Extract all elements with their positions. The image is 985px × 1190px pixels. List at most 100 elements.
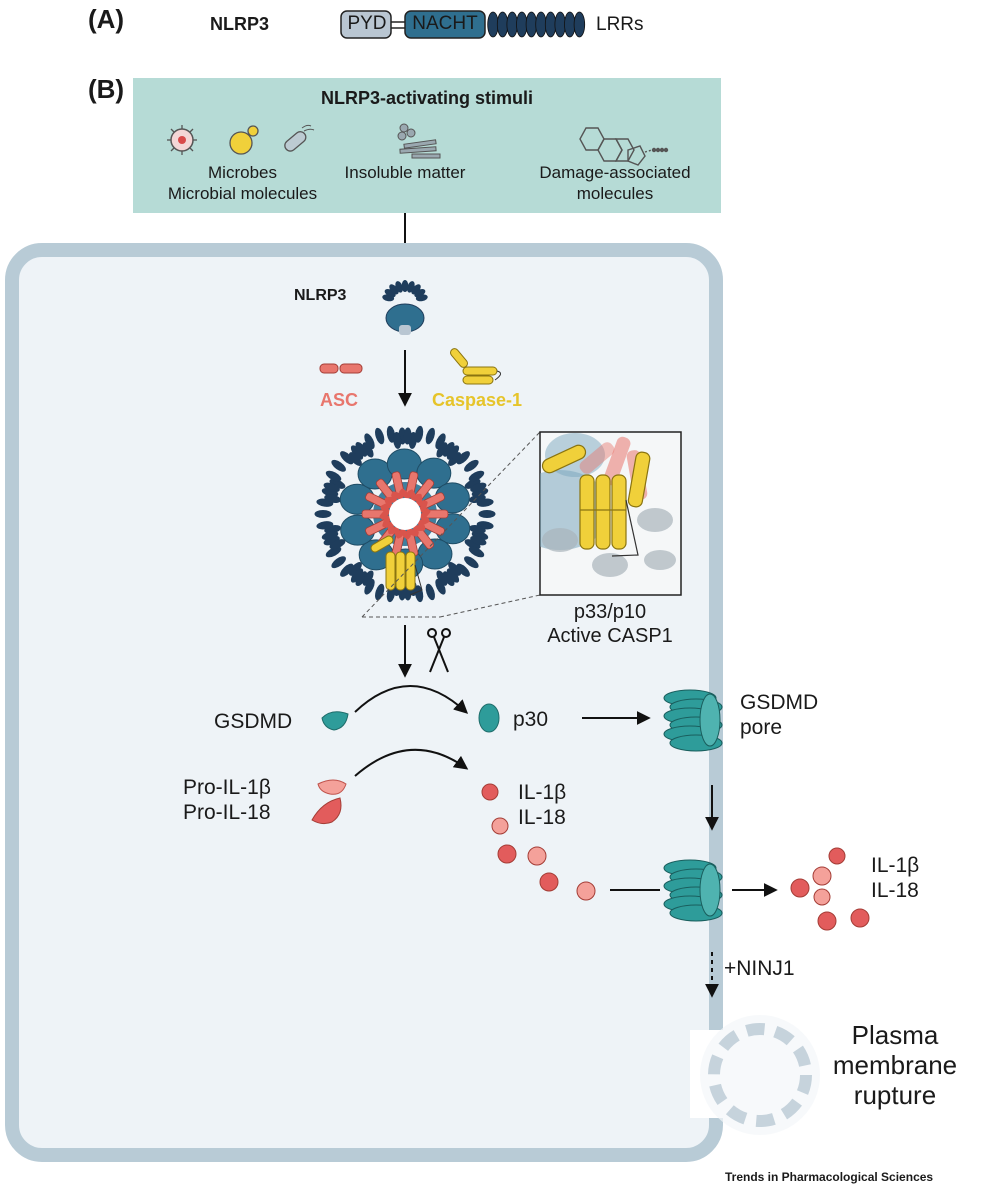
pro-il-labels: Pro-IL-1β Pro-IL-18 [183,775,271,825]
lrr-repeat [468,470,485,482]
lrr-repeat [525,11,538,38]
released-il-labels: IL-1β IL-18 [871,853,919,903]
lrr-repeat [415,294,428,302]
lrr-repeat [414,425,424,443]
lrr-repeat [331,459,346,472]
lrr-repeat [414,585,424,603]
lrr-repeat [446,568,460,583]
lrr-repeat [496,11,509,38]
lrr-repeat [469,525,486,534]
zoom-caption-line: Active CASP1 [547,625,673,647]
lrr-repeat [393,431,402,449]
stimuli-title: NLRP3-activating stimuli [320,88,534,108]
inflammasome-complex [314,425,496,603]
nlrp3-label: NLRP3 [294,287,347,304]
released-cytokines [790,847,870,931]
asc-core [380,501,393,512]
lrr-repeat [436,442,448,458]
gsdmd-subunit [699,693,721,747]
stimulus-line: molecules [576,184,654,203]
fungus-icon [229,125,259,155]
virus-icon [167,125,197,155]
lrr-repeat [355,571,368,587]
lrr-repeat [442,441,455,457]
crystal-icon [397,123,441,159]
cell-membrane [5,243,723,1162]
asc-core [379,508,391,520]
mature-il18-label: IL-18 [518,806,566,829]
pro-il1b-icon [317,779,347,795]
stimulus-line: Damage-associated [539,163,691,182]
lrr-repeat [395,281,403,293]
asc-core [399,488,411,500]
stimulus-insoluble: Insoluble matter [335,162,475,183]
p30-icon [478,703,500,733]
lrr-repeat [535,11,547,38]
lrr-repeat [470,535,487,546]
released-il1b-label: IL-1β [871,854,920,877]
caspase-icon [450,348,501,385]
nlrp3-domain-structure [340,10,586,39]
asc-core [417,516,430,527]
lrr-repeat [468,546,485,558]
lrr-repeat [349,562,362,576]
pore-label-line: GSDMD [740,691,819,714]
lrr-label: LRRs [596,14,644,35]
gsdmd-cleavage-arrow [354,685,469,714]
stimulus-line: Microbial molecules [167,184,318,203]
gsdmd-pore-membrane [663,859,723,922]
lrr-repeat [314,510,332,518]
lrr-repeat [464,459,479,472]
lrr-repeat [456,563,470,577]
rupture-label: Plasma membrane rupture [820,1020,970,1110]
gsdmd-pore [663,689,723,752]
pore-label-line: pore [740,716,783,739]
lrr-repeat [448,562,461,576]
pro-il1b-label: Pro-IL-1β [183,776,271,799]
asc-core [413,524,426,532]
released-il18-label: IL-18 [871,879,919,902]
lrr-repeat [325,546,342,558]
bacterium-icon [284,124,315,152]
zoom-inset [539,431,682,596]
mature-cytokines [481,783,596,901]
asc-icon [319,363,363,374]
gsdmd-icon [321,711,349,731]
pro-il18-icon [311,797,342,825]
stimulus-line: Microbes [208,163,277,182]
stimulus-line: Insoluble matter [344,163,466,182]
rupture-label-line: Plasma [851,1020,939,1050]
journal-credit: Trends in Pharmacological Sciences [725,1170,934,1184]
panel-a-label: (A) [88,4,125,34]
zoom-caption: p33/p10 Active CASP1 [510,600,710,648]
lrr-repeat [323,482,340,493]
ruptured-membrane [708,1023,812,1127]
asc-core [387,522,395,535]
gsdmd-subunit [699,863,721,917]
p30-label: p30 [513,708,549,731]
pore-label: GSDMD pore [740,690,818,740]
lrr-repeat [350,568,364,583]
asc-core [419,500,428,513]
lrr-repeat [425,583,435,601]
gsdmd-label: GSDMD [214,710,293,733]
lrr-repeat [464,556,479,569]
mature-il1b-label: IL-1β [518,781,567,804]
caspase-label: Caspase-1 [432,390,523,410]
lrr-repeats [487,11,586,38]
lrr-repeat [349,452,362,466]
lrr-repeat [442,571,455,587]
lrr-repeat [487,11,499,38]
nlrp3-protein-label: NLRP3 [210,14,270,34]
pro-il18-label: Pro-IL-18 [183,801,271,824]
asc-core [415,493,423,506]
stimulus-damage: Damage-associated molecules [520,162,710,204]
lrr-repeat [401,280,409,292]
lrr-repeat [464,539,481,550]
lrr-repeat [554,11,566,38]
lrr-repeat [403,427,412,445]
asc-core [399,528,411,540]
pyd-domain [340,10,392,39]
nlrp3-monomer [382,280,428,335]
lrr-repeat [329,478,346,489]
